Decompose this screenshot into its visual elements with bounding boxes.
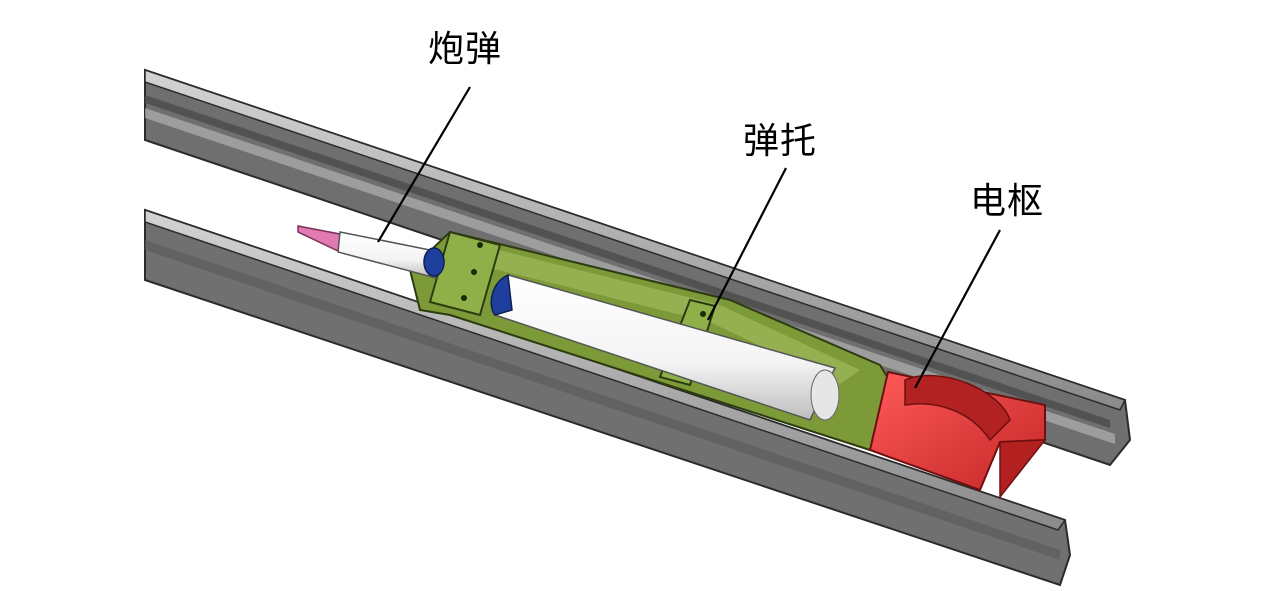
main-projectile bbox=[490, 273, 840, 421]
sabot-label: 弹托 bbox=[743, 121, 818, 162]
front-projectile bbox=[297, 225, 445, 280]
leader-lines bbox=[377, 86, 1001, 389]
armature-label: 电枢 bbox=[970, 181, 1045, 222]
armature bbox=[868, 370, 1047, 500]
lower-rail bbox=[144, 208, 1072, 587]
projectile-label: 炮弹 bbox=[428, 29, 503, 70]
